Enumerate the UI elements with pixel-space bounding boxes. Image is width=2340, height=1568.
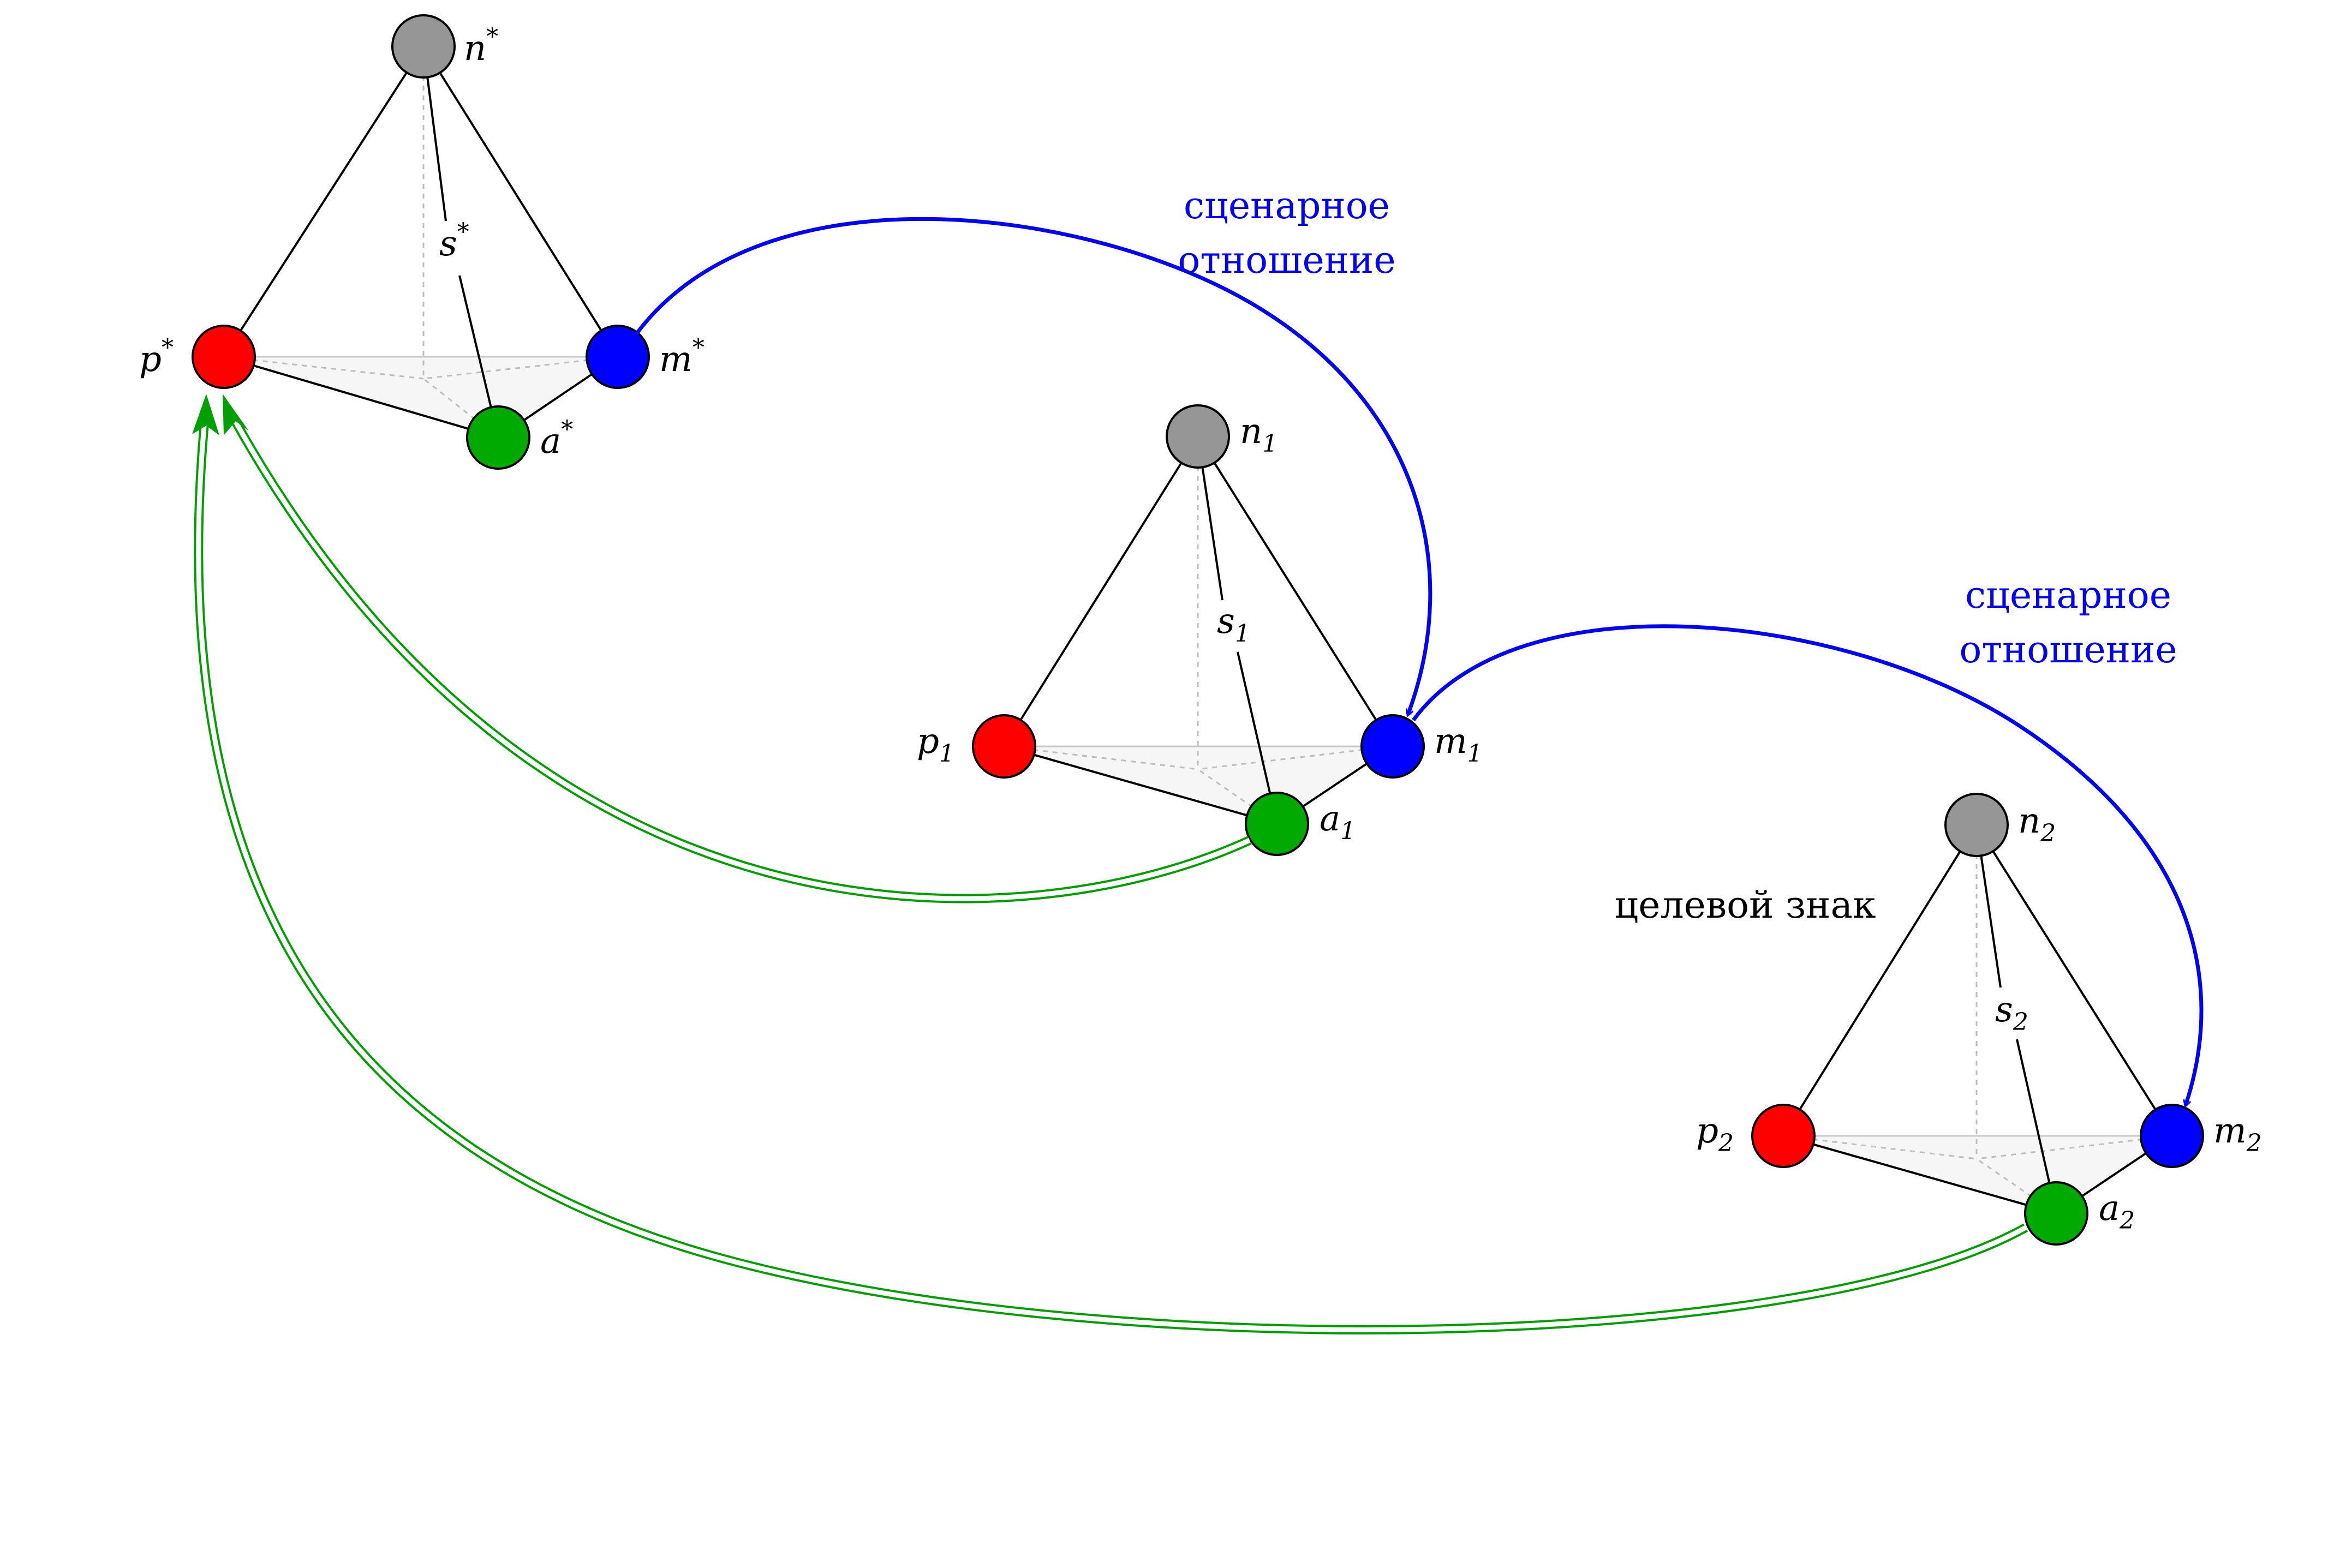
hidden-edge — [1004, 745, 1198, 770]
arrowhead — [192, 394, 219, 435]
node-p-2 — [1751, 1104, 1816, 1168]
node-a-2 — [2024, 1181, 2088, 1246]
node-n-1 — [1166, 404, 1230, 469]
label-p-2: p2 — [1696, 1111, 1734, 1157]
scenario-relation-label-1-line2: отношение — [1178, 239, 1395, 282]
edge-n-p — [1782, 824, 1978, 1137]
label-m-star: m* — [659, 334, 705, 380]
tetrahedron-star: n* s* p* m* a* — [139, 14, 705, 470]
node-a-star — [466, 405, 530, 470]
label-m-1: m1 — [1434, 721, 1483, 768]
scenario-relation-label-2-line2: отношение — [1959, 629, 2177, 672]
scenario-relation-label-2-line1: сценарное — [1965, 574, 2171, 617]
hidden-edge — [423, 378, 499, 439]
edge-n-p — [223, 45, 425, 358]
node-p-star — [192, 325, 256, 389]
label-s-2: s2 — [1995, 990, 2028, 1036]
label-s-1: s1 — [1217, 601, 1250, 648]
hidden-edge — [223, 356, 424, 380]
label-p-star: p* — [139, 334, 174, 380]
label-a-star: a* — [540, 416, 573, 462]
node-n-2 — [1944, 793, 2009, 857]
label-a-1: a1 — [1320, 799, 1356, 845]
label-n-star: n* — [464, 23, 498, 69]
edge-p-a — [223, 356, 499, 439]
hidden-edge — [1783, 1135, 1977, 1160]
arrowhead — [223, 394, 249, 435]
label-n-1: n1 — [1240, 411, 1278, 458]
target-sign-label: целевой знак — [1614, 884, 1876, 927]
label-p-1: p1 — [917, 721, 954, 768]
hidden-edge — [1976, 1158, 2057, 1214]
edge-n-m — [1197, 435, 1394, 747]
edge-n-m — [1975, 824, 2173, 1137]
scenario-arrow-1-to-2 — [1412, 624, 2204, 1105]
tetrahedron-2: n2 s2 p2 m2 a2 — [1696, 793, 2262, 1246]
node-m-2 — [2140, 1104, 2204, 1168]
edge-n-p — [1003, 435, 1199, 747]
hidden-edge — [1976, 1135, 2172, 1160]
node-n-star — [391, 14, 456, 79]
label-m-2: m2 — [2213, 1111, 2262, 1157]
label-a-2: a2 — [2099, 1188, 2135, 1235]
target-arrow-a2-to-pstar — [192, 394, 2028, 1334]
hidden-edge — [1197, 745, 1393, 770]
hidden-edge — [1197, 768, 1278, 825]
node-a-1 — [1245, 792, 1309, 856]
edge-p-a — [1783, 1135, 2057, 1214]
label-s-star: s* — [439, 218, 469, 264]
node-m-1 — [1360, 714, 1425, 779]
hidden-edge — [423, 356, 618, 380]
label-n-2: n2 — [2018, 801, 2056, 847]
target-arrow-a1-to-pstar — [223, 394, 1252, 903]
scenario-relation-label-1-line1: сценарное — [1184, 184, 1390, 228]
node-m-star — [586, 325, 650, 389]
edge-p-a — [1004, 745, 1278, 825]
node-p-1 — [972, 714, 1036, 779]
tetrahedron-1: n1 s1 p1 m1 a1 — [917, 404, 1483, 856]
scenario-arrow-star-to-1 — [635, 217, 1432, 715]
edge-n-m — [422, 45, 619, 358]
